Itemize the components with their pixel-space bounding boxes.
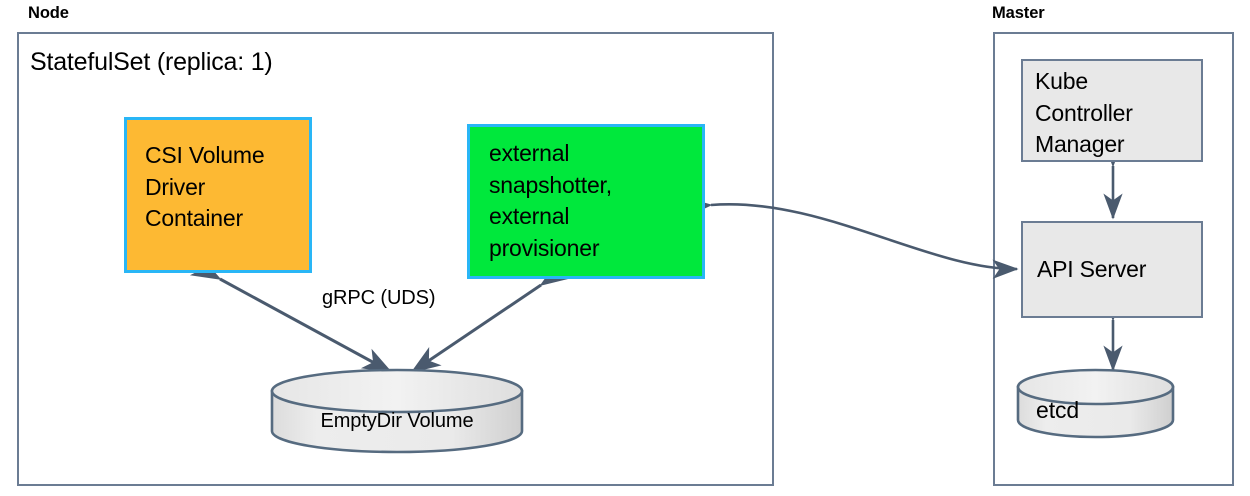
component-external-sidecars[interactable]: external snapshotter, external provision… [467, 124, 705, 279]
etcd-cylinder [1016, 368, 1175, 439]
connector-sidecars-to-emptydir [410, 260, 571, 374]
connector-csi-to-emptydir [189, 255, 393, 374]
statefulset-title: StatefulSet (replica: 1) [30, 48, 273, 76]
component-csi-volume-driver-container[interactable]: CSI Volume Driver Container [124, 117, 312, 273]
zone-label-master: Master [992, 4, 1045, 22]
etcd-label: etcd [1036, 397, 1080, 423]
emptydir-volume-label: EmptyDir Volume [320, 410, 474, 432]
kube-controller-manager-label: Kube Controller Manager [1035, 68, 1133, 158]
csi-driver-label: CSI Volume Driver Container [145, 142, 265, 232]
edge-label-grpc-uds: gRPC (UDS) [322, 287, 436, 309]
component-kube-controller-manager[interactable]: Kube Controller Manager [1021, 59, 1203, 162]
external-sidecars-label: external snapshotter, external provision… [489, 140, 612, 262]
api-server-label: API Server [1037, 255, 1147, 282]
emptydir-volume-cylinder [270, 368, 524, 454]
component-api-server[interactable]: API Server [1021, 221, 1203, 318]
zone-label-node: Node [28, 4, 69, 22]
connector-apiserver-to-sidecars [685, 197, 1019, 279]
